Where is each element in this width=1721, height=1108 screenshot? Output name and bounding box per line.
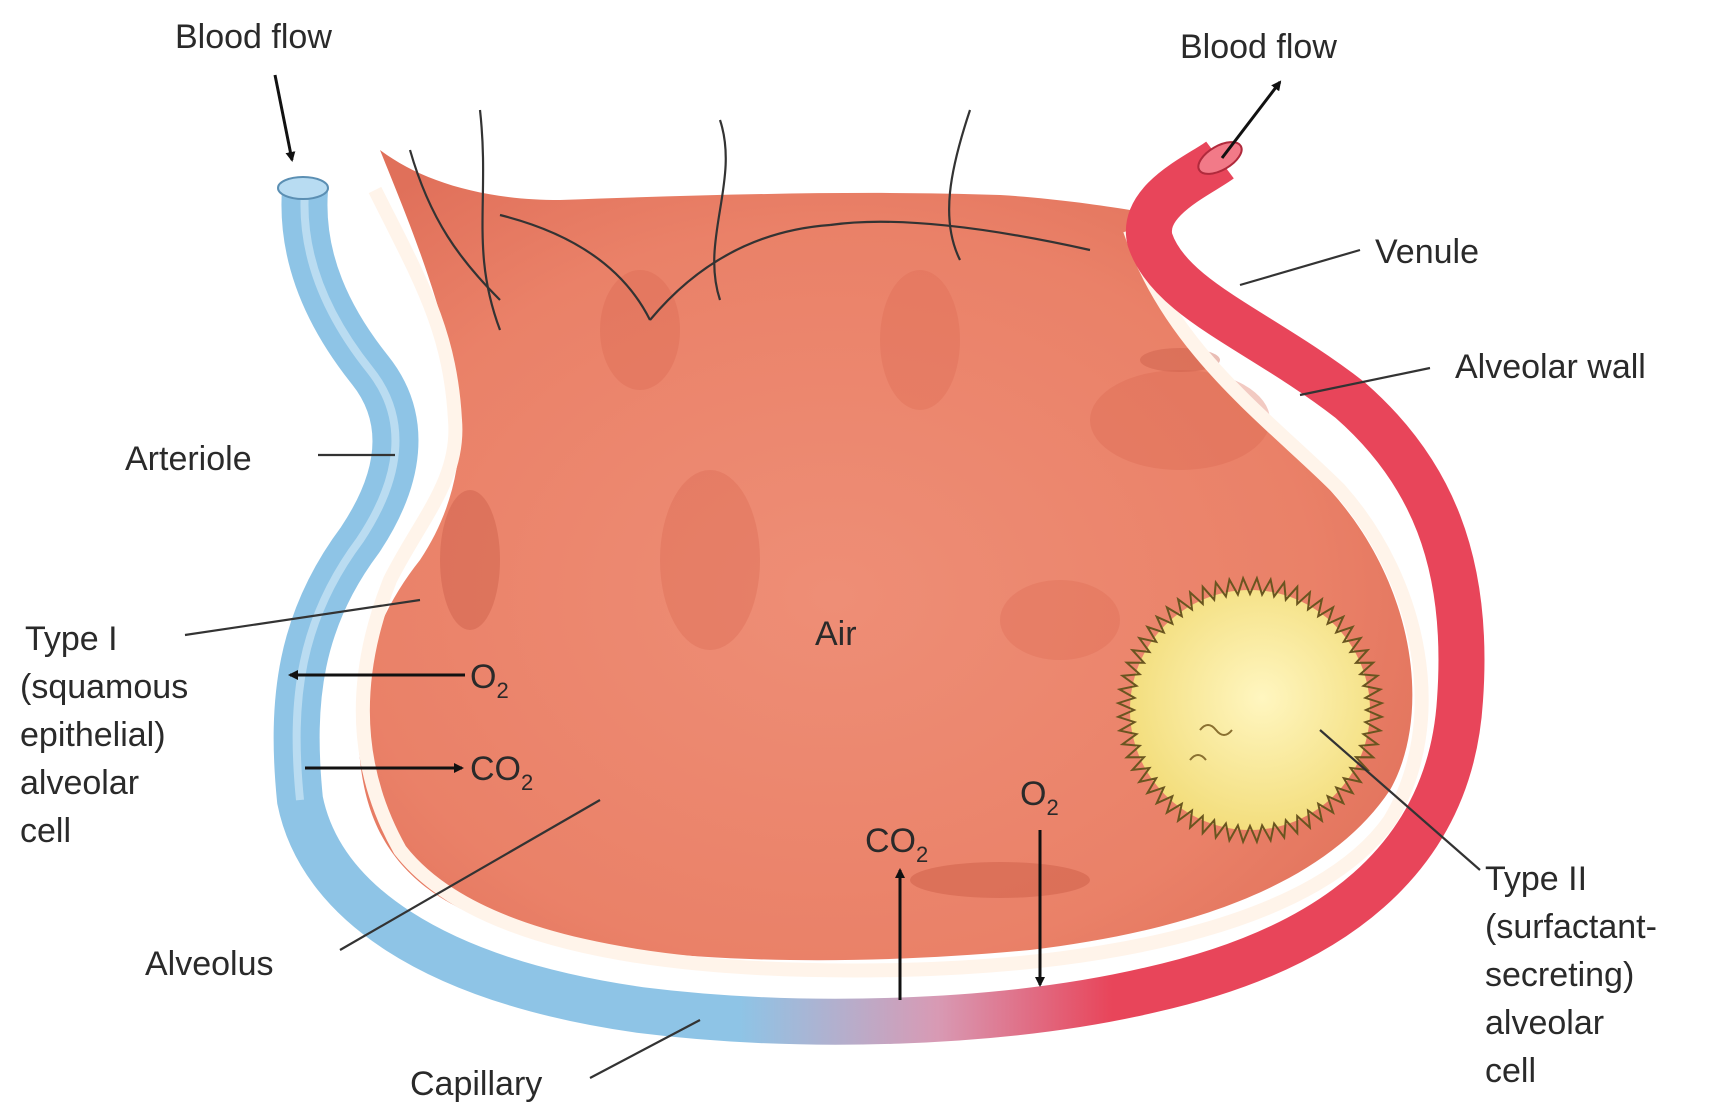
type1-label-line: cell	[20, 812, 71, 850]
type1-cell-label: Type I (squamous epithelial) alveolar ce…	[20, 620, 188, 850]
type1-label-line: (squamous	[20, 668, 188, 706]
tissue-patch	[910, 862, 1090, 898]
air-label: Air	[815, 615, 857, 653]
blood-flow-in-arrow	[275, 75, 292, 160]
alveolus-label: Alveolus	[145, 945, 274, 983]
o2-base: O	[470, 658, 496, 696]
tissue-patch	[1000, 580, 1120, 660]
type2-label-line: cell	[1485, 1052, 1536, 1090]
capillary-label: Capillary	[410, 1065, 542, 1103]
alveolar-wall-label: Alveolar wall	[1455, 348, 1646, 386]
venule-label: Venule	[1375, 233, 1479, 271]
co2-base: CO	[470, 750, 521, 788]
type2-cell	[1118, 578, 1382, 842]
blood-flow-in-label: Blood flow	[175, 18, 332, 56]
o2-subscript: 2	[496, 678, 508, 703]
type2-label-line: secreting)	[1485, 956, 1634, 994]
blood-flow-out-label: Blood flow	[1180, 28, 1337, 66]
co2-subscript: 2	[521, 770, 533, 795]
type2-label-line: (surfactant-	[1485, 908, 1657, 946]
type2-label-line: alveolar	[1485, 1004, 1604, 1042]
o2-base: O	[1020, 775, 1046, 813]
o2-subscript: 2	[1046, 795, 1058, 820]
arteriole-opening	[278, 177, 328, 199]
blood-flow-out-arrow	[1222, 82, 1280, 158]
type1-label-line: epithelial)	[20, 716, 166, 754]
tissue-patch	[1090, 370, 1270, 470]
venule-leader	[1240, 250, 1360, 285]
type1-label-line: alveolar	[20, 764, 139, 802]
co2-base: CO	[865, 822, 916, 860]
type2-cell-body	[1130, 590, 1370, 830]
tissue-patch	[660, 470, 760, 650]
type2-label-line: Type II	[1485, 860, 1587, 898]
co2-subscript: 2	[916, 842, 928, 867]
type1-label-line: Type I	[25, 620, 118, 658]
tissue-patch	[600, 270, 680, 390]
type2-cell-label: Type II (surfactant- secreting) alveolar…	[1485, 860, 1657, 1090]
tissue-patch	[880, 270, 960, 410]
arteriole-label: Arteriole	[125, 440, 252, 478]
tissue-patch	[440, 490, 500, 630]
